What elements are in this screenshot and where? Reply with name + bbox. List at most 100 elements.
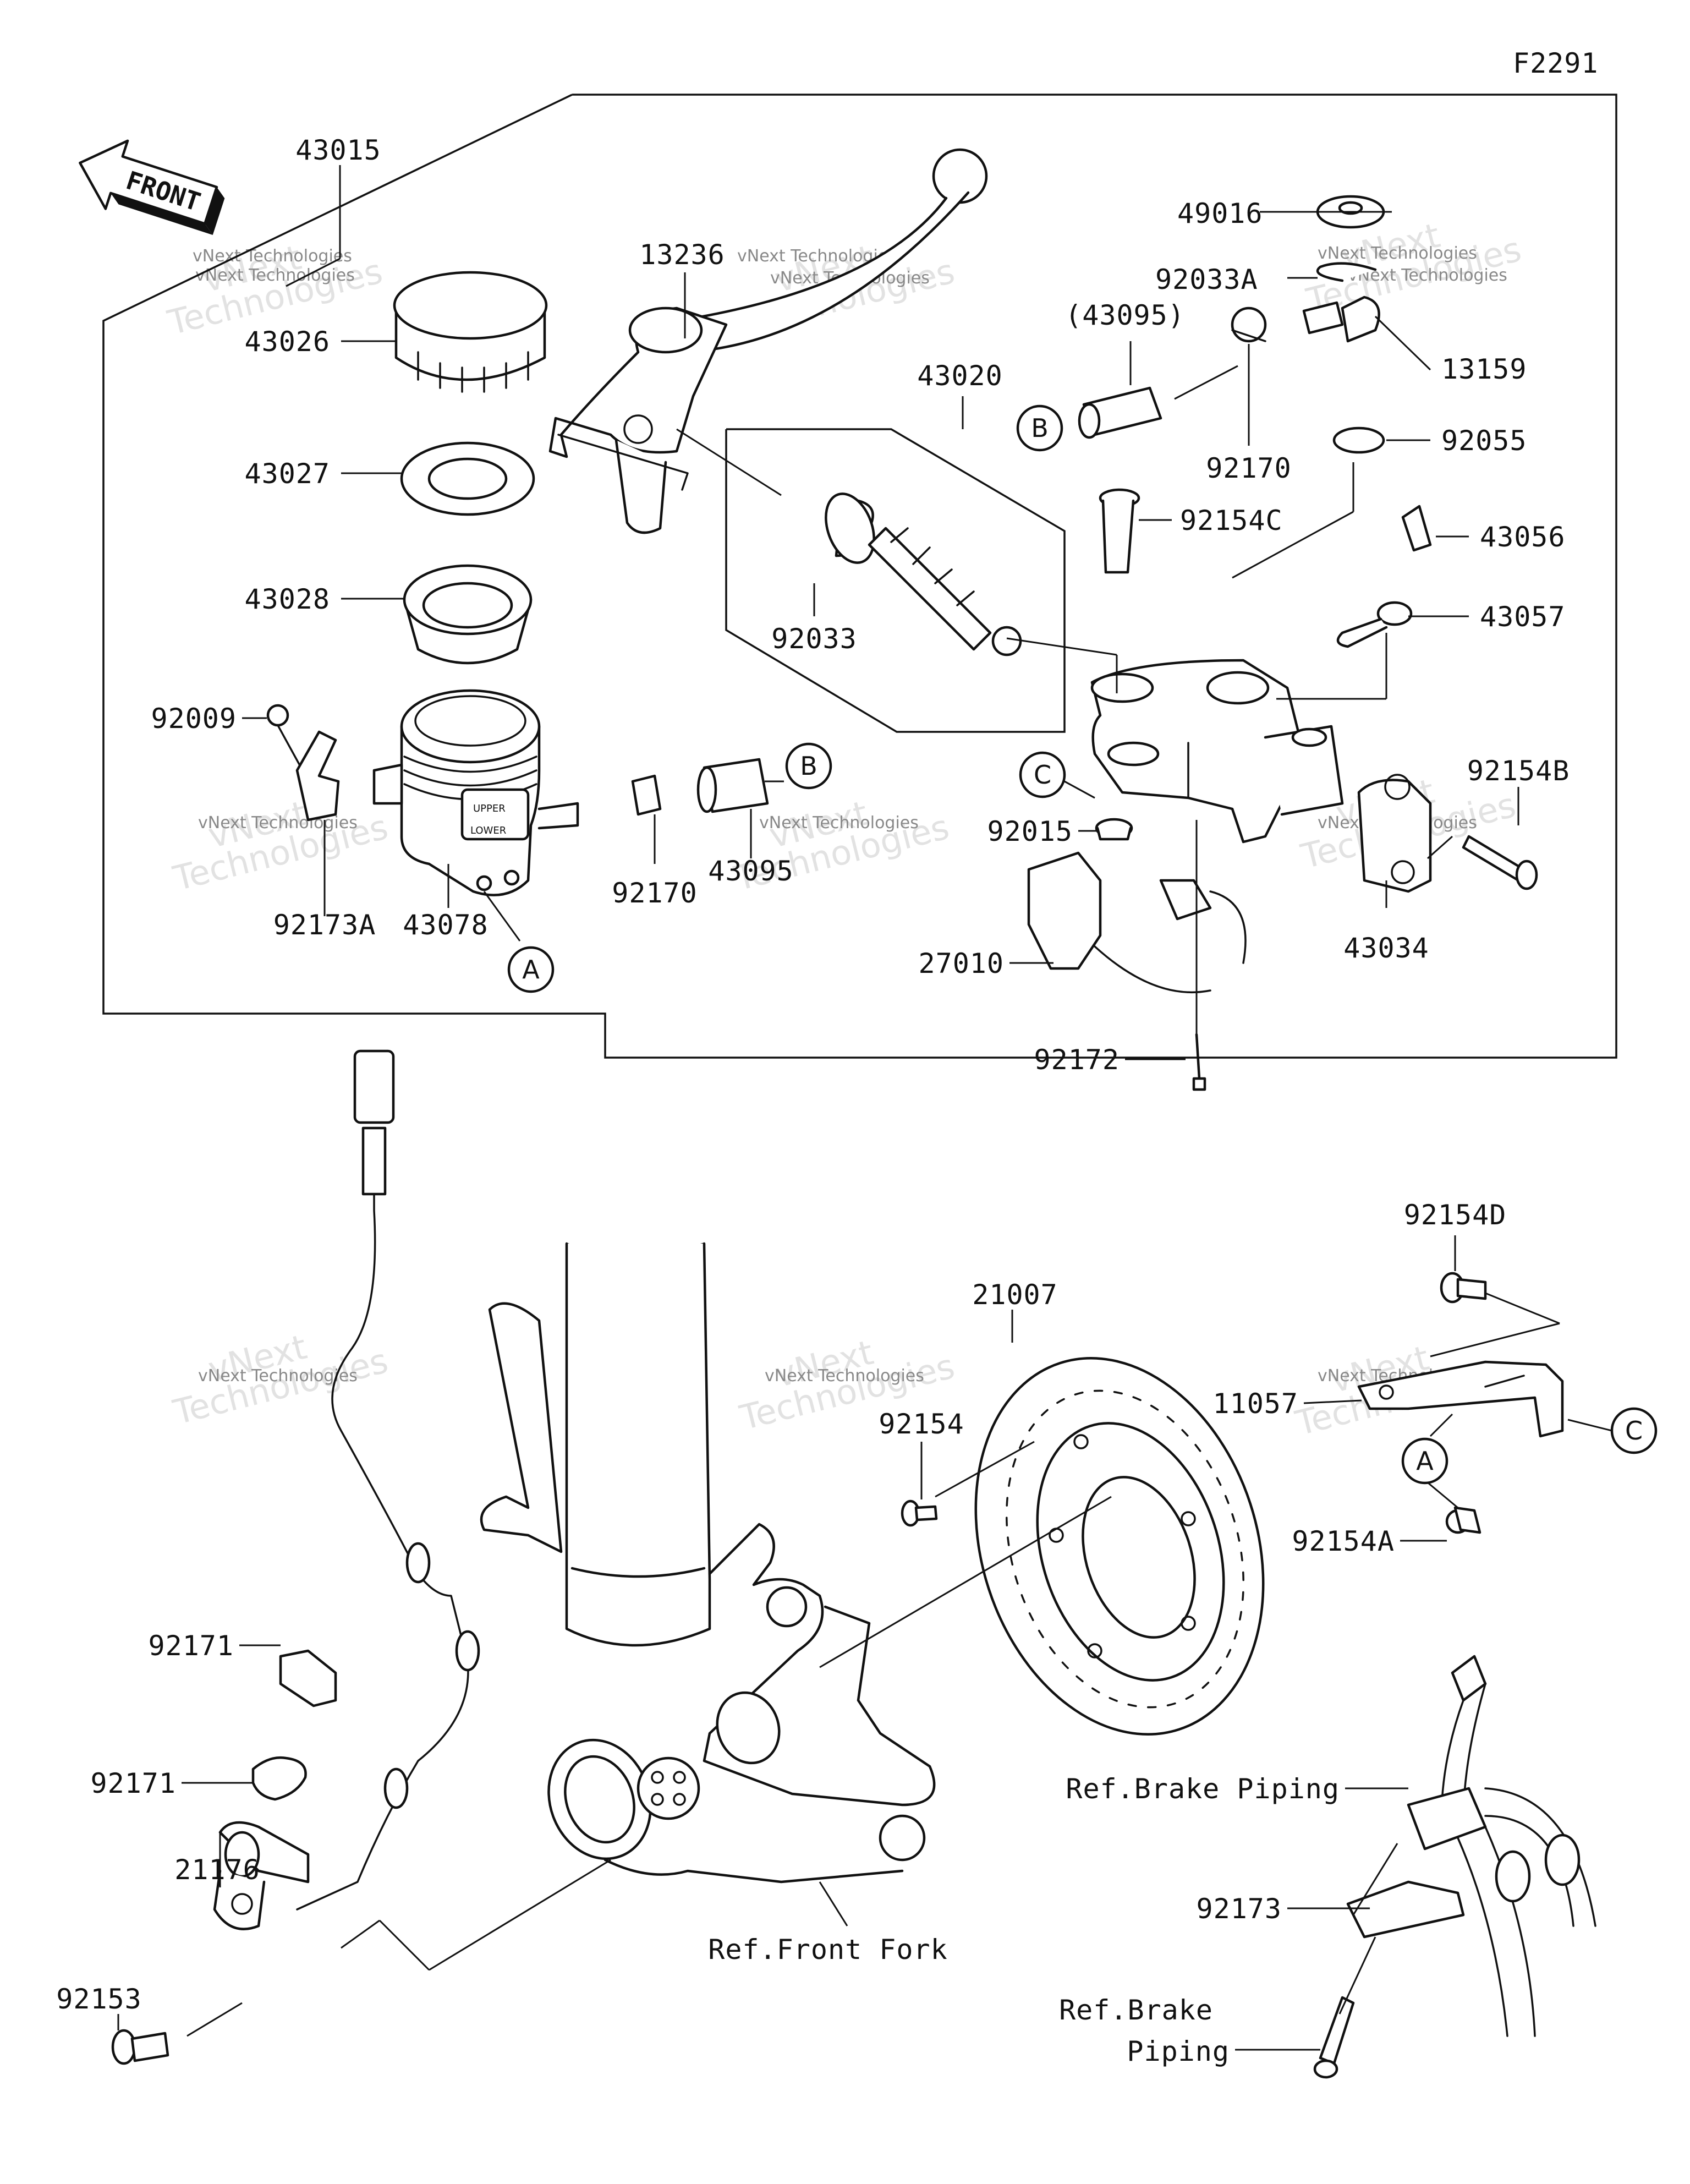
label-92154: 92154 [879, 1408, 964, 1440]
svg-text:C: C [1034, 760, 1051, 790]
svg-text:UPPER: UPPER [473, 803, 506, 814]
hose-43095 [696, 758, 769, 813]
fitting-13159 [1302, 295, 1380, 343]
label-11057: 11057 [1212, 1388, 1298, 1420]
part-labels: 43015 13236 43026 43027 43028 92009 9217… [56, 134, 1570, 2067]
label-92033A: 92033A [1155, 264, 1258, 295]
bolt-92154B [1462, 835, 1538, 890]
label-92173A: 92173A [273, 909, 376, 941]
reservoir-43078: UPPER LOWER [372, 689, 579, 896]
label-43057: 43057 [1480, 601, 1566, 633]
callout-B-left: B [785, 742, 832, 790]
svg-text:vNext Technologies: vNext Technologies [1318, 244, 1477, 263]
switch-27010 [1027, 851, 1211, 994]
hose-43095-b [1078, 386, 1162, 439]
label-21176: 21176 [174, 1854, 260, 1886]
callout-C-lower: C [1610, 1407, 1658, 1454]
bracket-11057 [1357, 1360, 1564, 1438]
master-cylinder-body [1090, 659, 1344, 844]
label-ref-brake-piping-2b: Piping [1127, 2035, 1230, 2067]
callout-A-lower: A [1401, 1437, 1448, 1485]
svg-text:vNext Technologies: vNext Technologies [759, 813, 919, 833]
label-92171-a: 92171 [148, 1630, 234, 1662]
nut-92015 [1095, 818, 1133, 841]
label-ref-brake-piping-1: Ref.Brake Piping [1066, 1773, 1340, 1805]
front-arrow-icon: FRONT [79, 139, 225, 235]
label-21007: 21007 [972, 1279, 1058, 1311]
label-92015: 92015 [987, 815, 1073, 847]
diaphragm-43028 [403, 564, 533, 665]
callout-C-upper: C [1019, 751, 1066, 798]
o-ring-92055 [1332, 426, 1385, 454]
label-13236: 13236 [639, 239, 725, 271]
pin-92154C [1099, 488, 1140, 574]
reservoir-cap-43026 [393, 271, 548, 393]
svg-text:vNext Technologies: vNext Technologies [193, 247, 352, 266]
clip-92170-right [1231, 306, 1267, 343]
label-43026: 43026 [244, 326, 330, 358]
label-92154B: 92154B [1467, 755, 1570, 787]
label-43095-left: 43095 [708, 855, 794, 887]
svg-text:B: B [1031, 413, 1049, 443]
label-ref-front-fork: Ref.Front Fork [708, 1934, 947, 1966]
clamp-92173 [1346, 1880, 1465, 1939]
switch-92172 [1159, 879, 1247, 1091]
label-49016: 49016 [1177, 198, 1263, 229]
callout-B-upper: B [1016, 404, 1063, 452]
label-92154C: 92154C [1180, 505, 1283, 537]
screw-92154 [901, 1499, 938, 1527]
label-92171-b: 92171 [90, 1767, 176, 1799]
label-43015: 43015 [295, 134, 381, 166]
callout-A-upper: A [507, 946, 555, 993]
watermarks: vNext Technologies vNext Technologies vN… [163, 215, 1525, 1443]
svg-text:vNext Technologies: vNext Technologies [198, 813, 358, 833]
label-92153: 92153 [56, 1983, 142, 2015]
label-92055: 92055 [1441, 425, 1527, 457]
label-92170-right: 92170 [1206, 452, 1292, 484]
svg-text:B: B [800, 751, 817, 781]
svg-text:vNext Technologies: vNext Technologies [765, 1366, 924, 1386]
front-fork [480, 1242, 936, 1884]
diaphragm-plate-43027 [400, 441, 535, 516]
bolt-92153 [111, 2029, 169, 2065]
svg-text:A: A [522, 955, 540, 984]
brake-piping-assembly [1407, 1655, 1596, 2037]
clamp-92171-b [251, 1756, 307, 1801]
circlip-92033A [1316, 262, 1377, 282]
abs-rotor-21007 [974, 1357, 1265, 1736]
label-43056: 43056 [1480, 521, 1566, 553]
svg-text:vNext Technologies: vNext Technologies [198, 1366, 358, 1386]
brake-lever-13236 [548, 148, 988, 534]
label-92173: 92173 [1196, 1893, 1282, 1925]
label-43095-paren: (43095) [1065, 299, 1185, 331]
svg-text:vNext Technologies: vNext Technologies [195, 266, 355, 285]
assembly-frame [102, 94, 1617, 1059]
clamp-92171-a [279, 1649, 337, 1707]
label-27010: 27010 [918, 948, 1004, 979]
label-92172: 92172 [1034, 1044, 1120, 1076]
label-ref-brake-piping-2a: Ref.Brake [1059, 1994, 1213, 2026]
bolt-ref-brake-piping [1313, 1996, 1355, 2079]
label-92154A: 92154A [1292, 1525, 1395, 1557]
svg-text:LOWER: LOWER [470, 825, 506, 836]
label-92033: 92033 [771, 623, 857, 655]
clamp-92173A [295, 730, 340, 822]
label-92170-left: 92170 [612, 877, 698, 909]
piston-kit-43020 [825, 492, 1022, 656]
label-43027: 43027 [244, 458, 330, 490]
label-13159: 13159 [1441, 353, 1527, 385]
cap-43057 [1336, 601, 1413, 648]
bleeder-43056 [1401, 505, 1432, 552]
screw-92009 [266, 704, 304, 771]
label-43028: 43028 [244, 583, 330, 615]
bolt-92154A [1445, 1506, 1482, 1534]
bolt-92154D [1440, 1272, 1487, 1304]
svg-text:C: C [1625, 1416, 1643, 1446]
clip-92170-left [631, 774, 662, 816]
abs-sensor-21176-wire [213, 1049, 480, 1930]
label-43020: 43020 [917, 360, 1003, 392]
svg-text:A: A [1416, 1446, 1434, 1476]
holder-43034 [1357, 774, 1432, 893]
leader-lines [117, 165, 1612, 2051]
